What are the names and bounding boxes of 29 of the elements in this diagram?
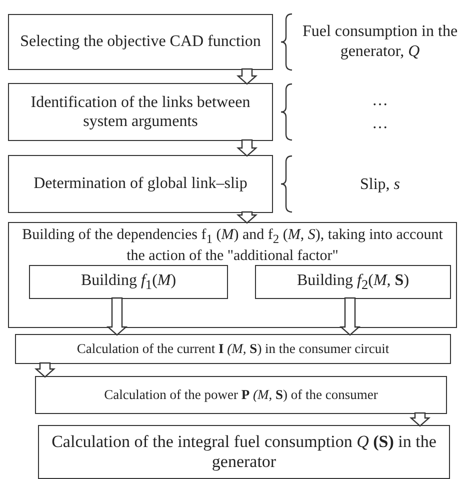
annotation-text: … (371, 114, 389, 134)
process-box (38, 425, 450, 479)
process-box (8, 14, 273, 70)
group-heading: Building of the dependencies f$_{1}$ (M) and f$_{2}$ (M, S), taking into account the action of the "additional factor" (21, 226, 444, 265)
group-box (8, 222, 457, 328)
block-arrow (339, 297, 361, 336)
block-arrow (236, 139, 258, 157)
annotation-text: Fuel consumption in the generator, Q (301, 22, 459, 62)
process-box (8, 83, 273, 141)
step-text: Calculation of the integral fuel consumption Q (S) in the generator (50, 432, 438, 472)
process-box (35, 376, 447, 414)
block-arrow (236, 68, 258, 85)
process-box (255, 265, 451, 299)
step-text: Selecting the objective CAD function (20, 32, 261, 52)
process-box (8, 155, 273, 213)
step-text: Calculation of the current I (M, S) in the consumer circuit (76, 340, 390, 358)
annotation-text: … (371, 91, 389, 111)
process-box (15, 334, 451, 364)
step-text: Building f$_{1}$(M) (80, 270, 176, 294)
annotation-text: Slip, s (358, 175, 402, 195)
step-text: Identification of the links between system arguments (30, 92, 252, 132)
block-arrow (409, 412, 431, 427)
block-arrow (106, 297, 128, 336)
process-box (29, 265, 228, 299)
step-text: Calculation of the power P (M, S) of the consumer (104, 386, 378, 404)
block-arrow (236, 211, 258, 224)
step-text: Building f$_{2}$(M, S) (296, 270, 410, 294)
block-arrow (34, 362, 56, 378)
step-text: Determination of global link–slip (34, 174, 248, 194)
